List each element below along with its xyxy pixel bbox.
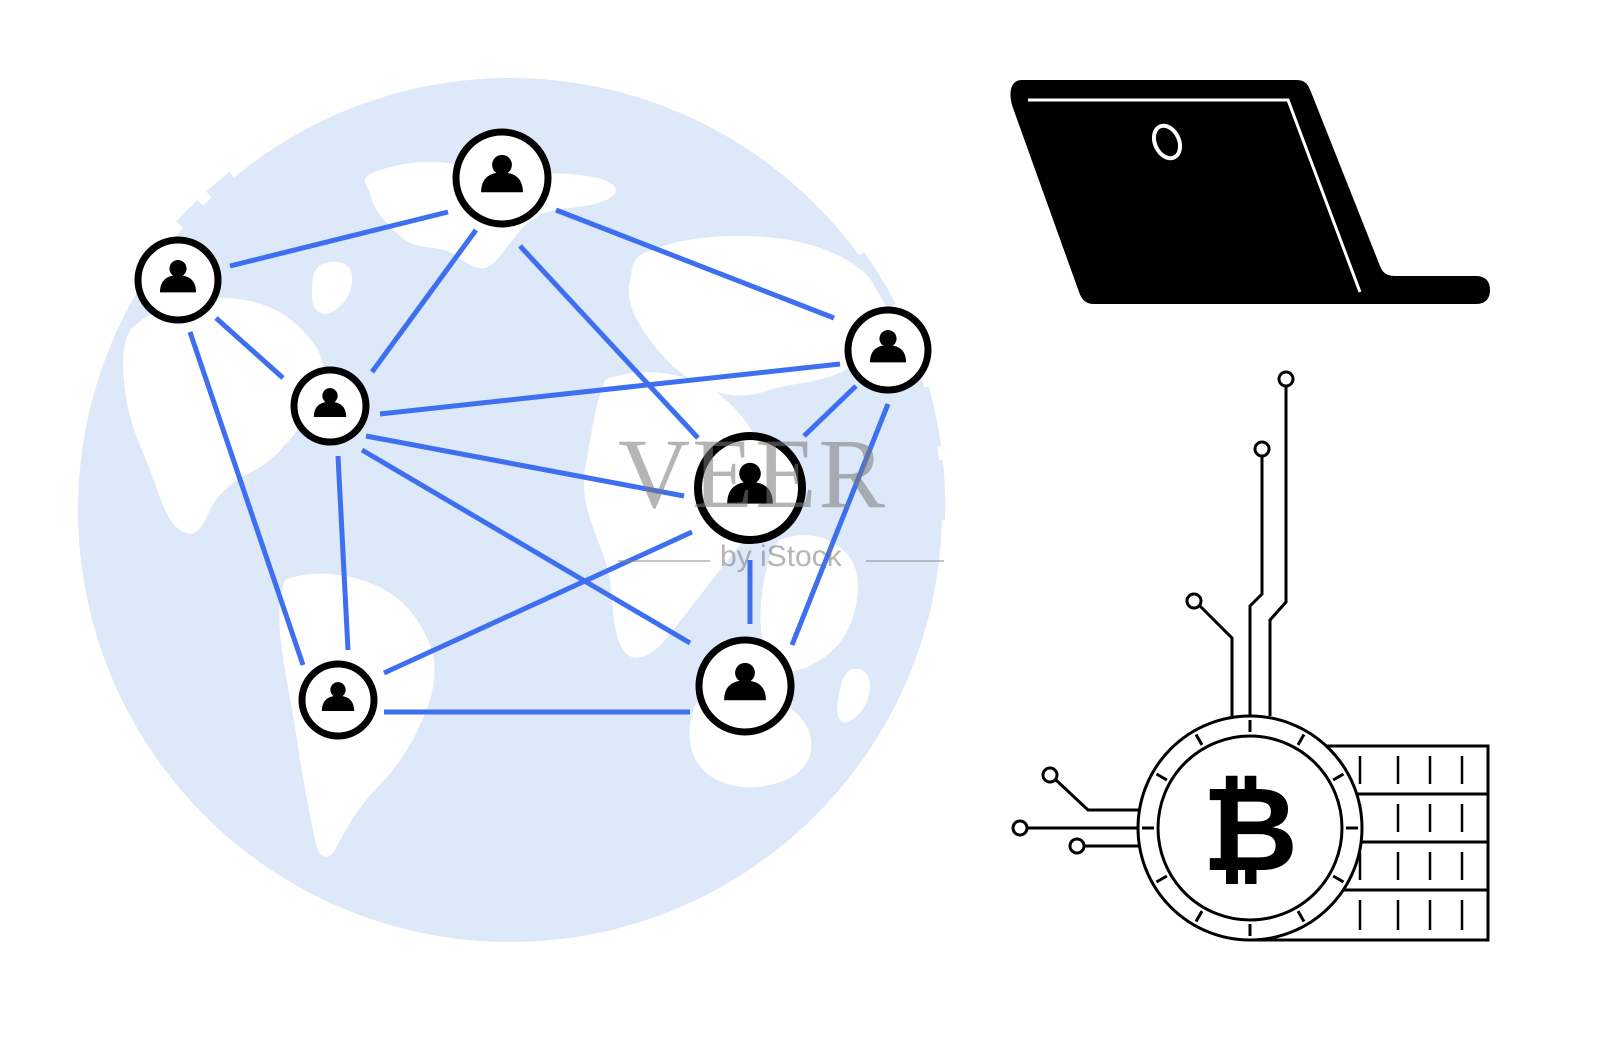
circuit-lines-icon	[1011, 370, 1295, 855]
user-node	[844, 306, 932, 394]
user-node	[695, 636, 795, 736]
bitcoin-coin-icon: ₿	[1136, 714, 1364, 942]
network-link	[360, 447, 692, 646]
network-link	[214, 316, 285, 380]
network-links	[187, 207, 891, 715]
network-link	[789, 403, 891, 646]
network-link	[555, 207, 835, 321]
network-link	[518, 244, 700, 440]
network-link	[365, 433, 685, 499]
network-link	[229, 209, 449, 269]
coin-edge-tick	[1155, 772, 1168, 782]
network-link	[369, 228, 479, 374]
network-link	[382, 529, 694, 676]
coin-stack-icon	[1250, 744, 1490, 942]
network-link	[187, 331, 306, 666]
coin-edge-tick	[1155, 874, 1168, 884]
bitcoin-symbol: ₿	[1202, 760, 1298, 898]
coin-edge-ticks	[1142, 720, 1358, 936]
watermark-rule-right	[866, 560, 944, 562]
network-link	[379, 361, 841, 417]
coin-edge-tick	[1194, 733, 1204, 746]
network-nodes	[134, 128, 932, 740]
user-node	[298, 660, 378, 740]
user-node	[452, 128, 552, 228]
user-node	[134, 236, 222, 324]
network-link	[335, 455, 351, 651]
watermark-rule-left	[618, 560, 710, 562]
coin-edge-tick	[1332, 874, 1345, 884]
coin-edge-tick	[1194, 910, 1204, 923]
network-link	[802, 384, 858, 438]
apple-logo-icon	[1151, 123, 1183, 161]
user-node	[290, 366, 370, 446]
user-node	[694, 432, 806, 544]
coin-edge-tick	[1332, 772, 1345, 782]
coin-edge-tick	[1296, 733, 1306, 746]
laptop-icon	[1010, 80, 1490, 304]
coin-edge-tick	[1296, 910, 1306, 923]
